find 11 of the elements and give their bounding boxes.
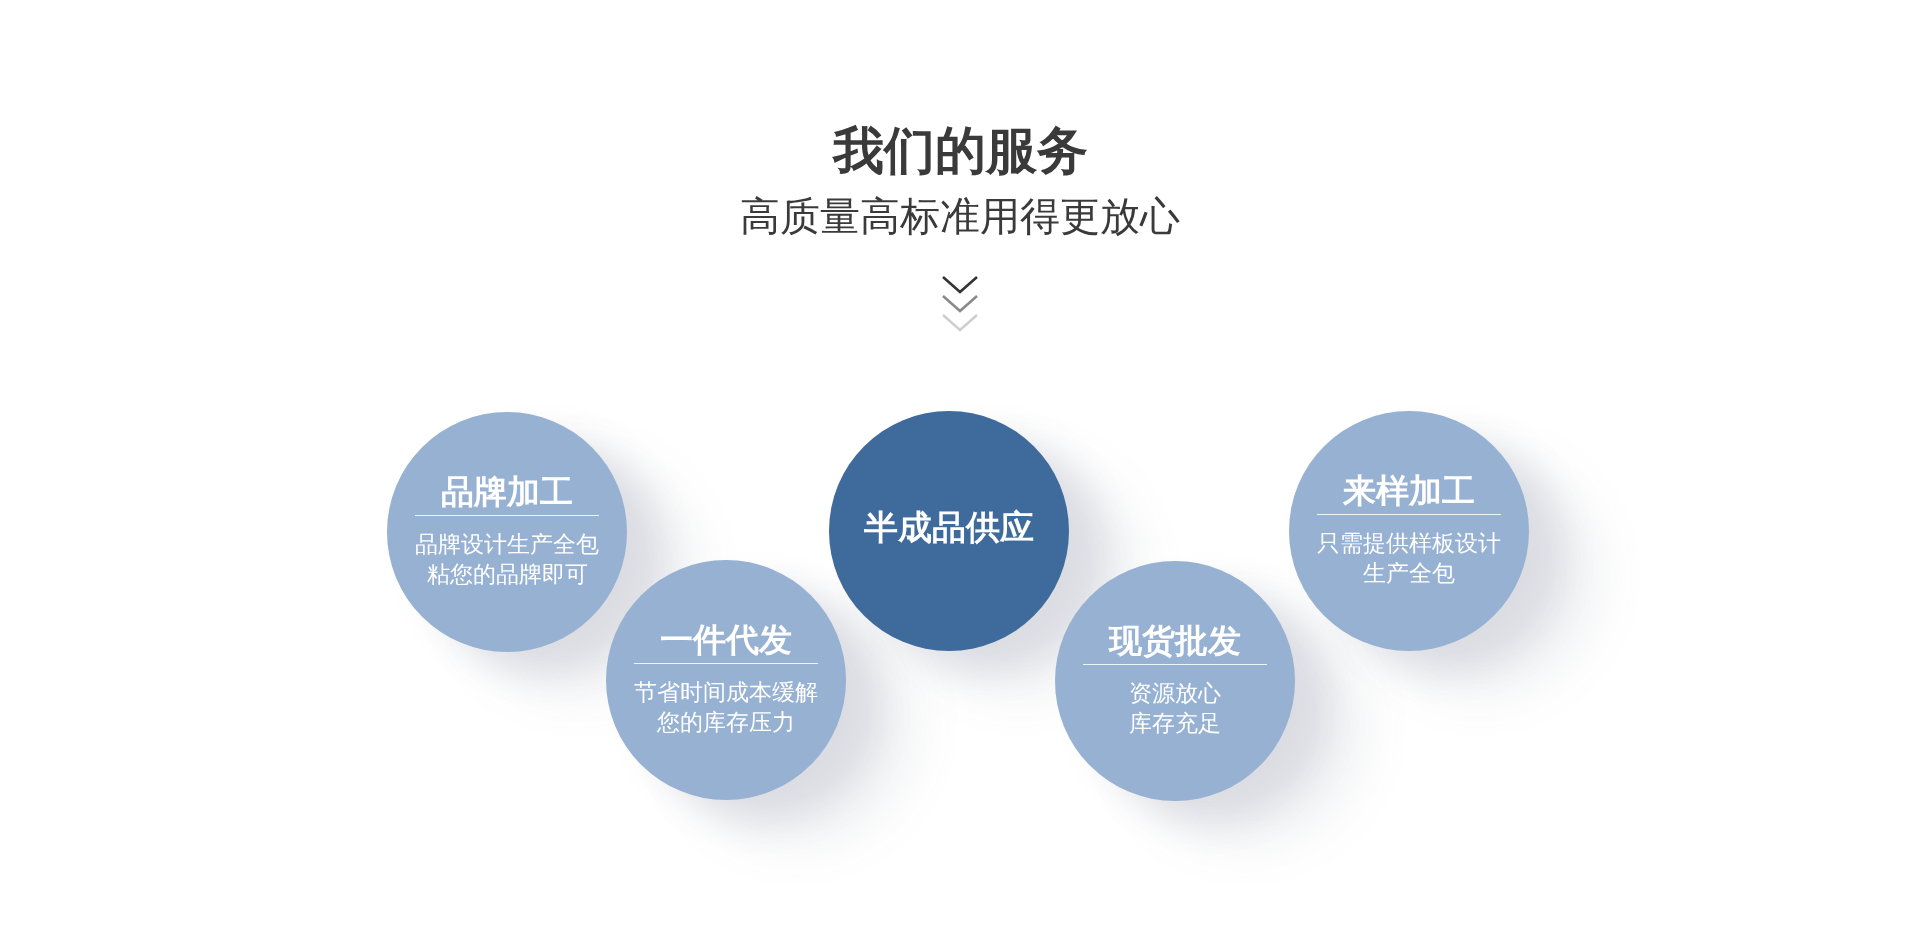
subtitle: 高质量高标准用得更放心 xyxy=(740,192,1180,240)
circle-heading: 现货批发 xyxy=(1109,621,1241,661)
circle-description: 资源放心库存充足 xyxy=(1128,679,1222,738)
circle-description: 品牌设计生产全包粘您的品牌即可 xyxy=(414,530,600,589)
circle-heading: 来样加工 xyxy=(1343,471,1475,511)
circle-description: 只需提供样板设计生产全包 xyxy=(1316,529,1502,588)
title: 我们的服务 xyxy=(832,121,1088,181)
circle-heading: 一件代发 xyxy=(660,620,792,660)
circle-description: 节省时间成本缓解您的库存压力 xyxy=(633,678,819,737)
circle-heading: 品牌加工 xyxy=(441,472,573,512)
circle-heading: 半成品供应 xyxy=(864,507,1034,547)
